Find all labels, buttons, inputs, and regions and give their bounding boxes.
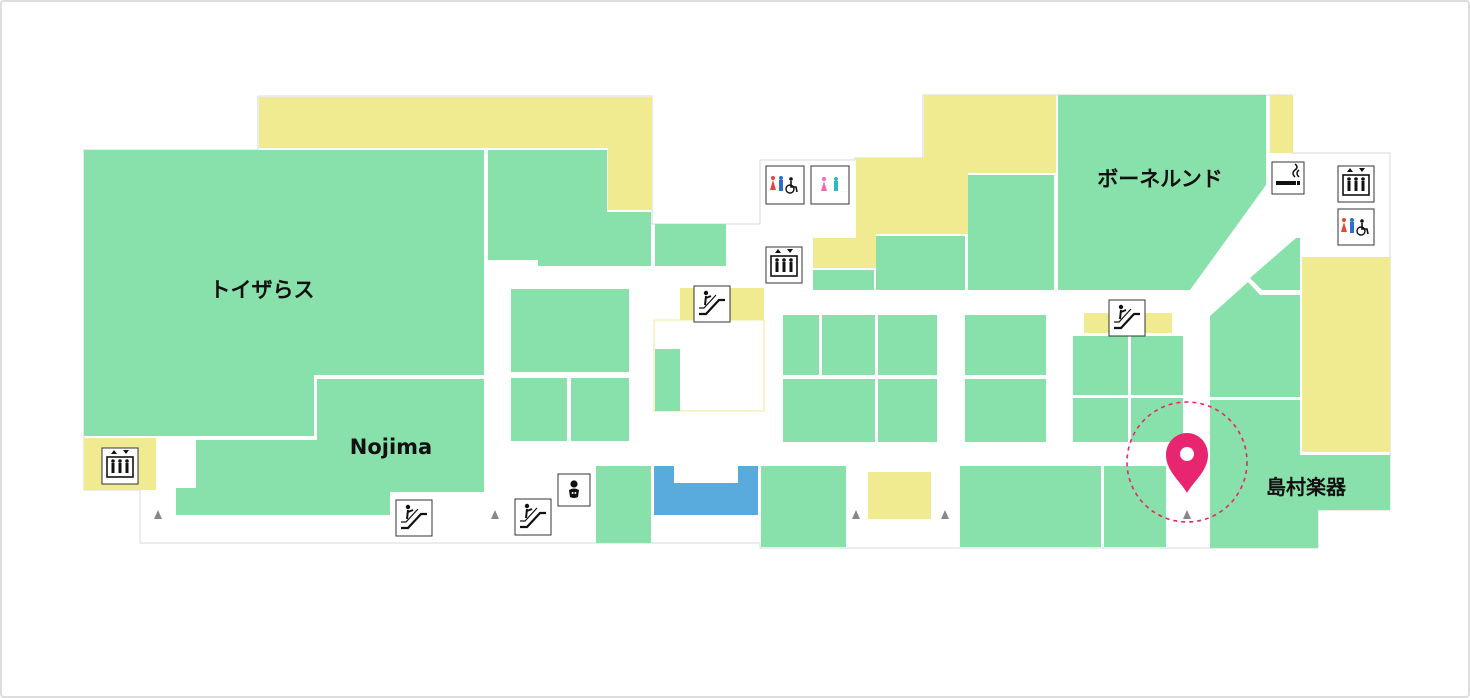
restroom-icon[interactable] (810, 165, 850, 205)
location-pin-icon[interactable] (1166, 433, 1208, 493)
service-area-corner (1270, 95, 1293, 153)
shop-unit-shimamura[interactable] (1210, 400, 1390, 548)
water-feature (654, 466, 758, 515)
shop-unit[interactable] (965, 379, 1046, 442)
shop-unit[interactable] (822, 315, 875, 375)
entrance-triangle-icon (941, 510, 949, 519)
entrance-triangle-icon (491, 510, 499, 519)
service-area-east (1302, 257, 1390, 452)
shop-unit[interactable] (1073, 336, 1128, 395)
escalator-icon[interactable] (395, 499, 433, 537)
shop-unit[interactable] (511, 378, 567, 441)
shop-unit[interactable] (876, 236, 965, 290)
elevator-icon[interactable] (1337, 165, 1375, 203)
shop-unit[interactable] (538, 212, 651, 266)
shop-unit[interactable] (968, 175, 1054, 290)
facility-icons (101, 161, 1375, 537)
shop-unit[interactable] (1131, 336, 1183, 395)
shop-unit[interactable] (1210, 282, 1300, 397)
store-label-bornelund[interactable]: ボーネルンド (1097, 167, 1223, 191)
shop-unit[interactable] (571, 378, 629, 441)
shop-unit[interactable] (511, 289, 629, 372)
elevator-icon[interactable] (765, 246, 803, 284)
shop-unit[interactable] (655, 349, 680, 411)
shop-unit[interactable] (878, 379, 937, 442)
service-area-northeast (813, 95, 1056, 268)
accessible-restroom-icon[interactable] (765, 165, 805, 205)
shop-unit[interactable] (965, 315, 1046, 375)
escalator-icon[interactable] (1108, 299, 1146, 337)
shop-unit-nojima[interactable] (176, 379, 484, 515)
shop-unit[interactable] (761, 466, 846, 547)
smoking-area-icon[interactable] (1271, 161, 1305, 195)
escalator-icon[interactable] (514, 498, 552, 536)
store-label-shimamura[interactable]: 島村楽器 (1266, 475, 1347, 499)
elevator-icon[interactable] (101, 447, 139, 485)
shop-unit[interactable] (1131, 398, 1183, 442)
shop-unit-bornelund[interactable] (1058, 95, 1266, 290)
shop-unit[interactable] (655, 224, 726, 266)
shop-unit[interactable] (960, 466, 1101, 547)
shop-unit[interactable] (878, 315, 937, 375)
shop-unit[interactable] (1250, 238, 1300, 290)
shop-unit[interactable] (783, 315, 819, 375)
shop-unit-toysrus[interactable] (84, 150, 484, 436)
store-labels: トイザらス Nojima ボーネルンド 島村楽器 (210, 167, 1348, 499)
shop-unit[interactable] (596, 466, 651, 543)
current-location-marker (1126, 401, 1248, 523)
shop-unit[interactable] (1104, 466, 1166, 547)
service-area-south (868, 472, 931, 519)
shop-unit[interactable] (813, 270, 874, 290)
baby-room-icon[interactable] (557, 473, 591, 507)
shop-units (84, 95, 1390, 548)
shop-unit[interactable] (1073, 398, 1128, 442)
store-label-toysrus[interactable]: トイザらス (210, 278, 315, 302)
location-radius-ring (1126, 401, 1248, 523)
shop-unit[interactable] (783, 379, 875, 442)
accessible-restroom-icon[interactable] (1337, 208, 1375, 246)
escalator-icon[interactable] (693, 285, 731, 323)
entrance-markers (154, 510, 1191, 519)
service-area-north (259, 97, 652, 210)
entrance-triangle-icon (852, 510, 860, 519)
entrance-triangle-icon (1183, 510, 1191, 519)
entrance-triangle-icon (154, 510, 162, 519)
store-label-nojima[interactable]: Nojima (350, 435, 432, 459)
